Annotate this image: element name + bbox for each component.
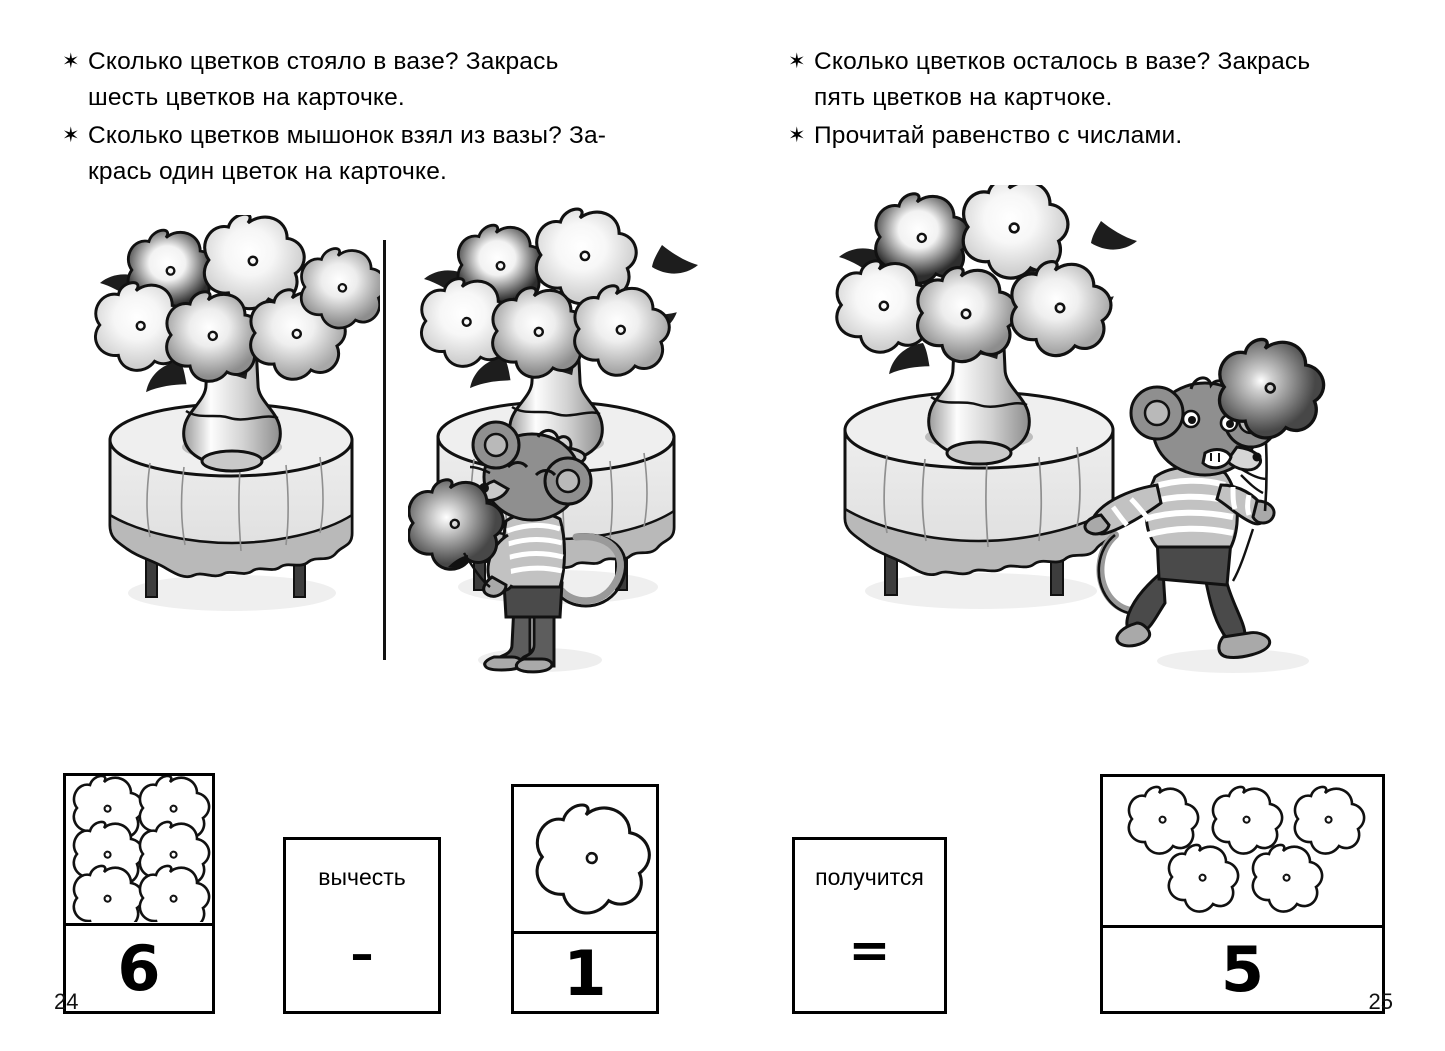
instruction-text: Сколько цветков мышонок взял из вазы? За… (88, 122, 607, 185)
card-five-flowers (1103, 777, 1382, 928)
left-instructions-block: ✶ Сколько цветков стояло в вазе? Закрась… (62, 44, 672, 192)
quantity-card-six[interactable]: 6 (63, 773, 215, 1014)
instruction-item: ✶ Сколько цветков осталось в вазе? Закра… (788, 44, 1388, 116)
card-six-numeral-box: 6 (66, 926, 212, 1011)
equals-sign: = (848, 921, 891, 979)
running-mouse-character (1083, 337, 1326, 673)
operator-card-equals[interactable]: получится = (792, 837, 947, 1014)
eight-point-star-icon: ✶ (788, 50, 806, 73)
instruction-item: ✶ Сколько цветков мышонок взял из вазы? … (62, 118, 672, 190)
instruction-item: ✶ Прочитай равенство с числами. (788, 118, 1388, 154)
right-page: ✶ Сколько цветков осталось в вазе? Закра… (723, 0, 1445, 1051)
card-one-numeral-box: 1 (514, 934, 656, 1014)
quantity-card-one[interactable]: 1 (511, 784, 659, 1014)
page-number-right: 25 (1368, 989, 1393, 1014)
instruction-text: Сколько цветков осталось в вазе? Закрась… (814, 48, 1311, 111)
operator-word: получится (815, 864, 924, 890)
card-numeral: 6 (117, 931, 161, 1005)
flower-grid-one (514, 787, 656, 931)
card-one-flower (514, 787, 656, 934)
card-six-flowers (66, 776, 212, 926)
illustration-vase-five-flowers-with-mouse (408, 205, 708, 680)
card-five-numeral-box: 5 (1103, 928, 1382, 1011)
right-cards-row: получится = (723, 751, 1445, 1051)
mouse-character (408, 420, 628, 674)
flower-grid-five (1103, 777, 1382, 925)
card-numeral: 5 (1220, 932, 1265, 1006)
right-instructions-block: ✶ Сколько цветков осталось в вазе? Закра… (788, 44, 1388, 156)
instruction-item: ✶ Сколько цветков стояло в вазе? Закрась… (62, 44, 672, 116)
eight-point-star-icon: ✶ (788, 124, 806, 147)
page-number-left: 24 (54, 989, 79, 1014)
left-cards-row: 6 вычесть – 1 (0, 751, 722, 1051)
instruction-text: Прочитай равенство с числами. (814, 122, 1183, 149)
quantity-card-five[interactable]: 5 (1100, 774, 1385, 1014)
minus-sign: – (350, 927, 374, 981)
left-page: ✶ Сколько цветков стояло в вазе? Закрась… (0, 0, 722, 1051)
illustration-divider (383, 240, 386, 660)
flower-grid-six (66, 776, 212, 923)
illustration-vase-with-running-mouse (813, 185, 1373, 695)
illustration-vase-six-flowers (80, 215, 380, 625)
eight-point-star-icon: ✶ (62, 50, 80, 73)
eight-point-star-icon: ✶ (62, 124, 80, 147)
operator-card-subtract[interactable]: вычесть – (283, 837, 441, 1014)
card-numeral: 1 (563, 937, 607, 1010)
operator-word: вычесть (318, 864, 406, 890)
